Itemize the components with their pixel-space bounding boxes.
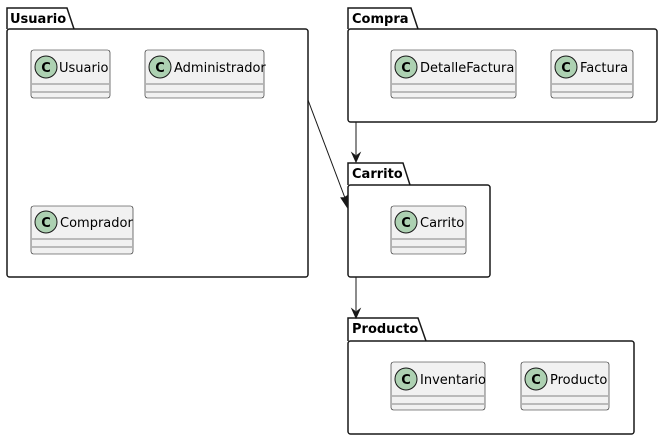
class-factura[interactable]: C Factura xyxy=(550,49,634,99)
class-icon-glyph: C xyxy=(561,61,571,76)
class-comprador[interactable]: C Comprador xyxy=(30,205,133,255)
arrowhead-icon xyxy=(350,151,362,164)
class-icon xyxy=(394,367,418,391)
class-icon-glyph: C xyxy=(41,216,51,231)
class-icon xyxy=(554,55,578,79)
class-carrito-name: Carrito xyxy=(420,216,464,231)
class-producto-name: Producto xyxy=(550,373,607,388)
package-usuario-title: Usuario xyxy=(10,12,66,27)
class-carrito[interactable]: C Carrito xyxy=(390,205,467,255)
class-producto[interactable]: C Producto xyxy=(520,361,610,411)
package-carrito-tab xyxy=(347,162,411,186)
package-carrito[interactable]: Carrito C Carrito xyxy=(347,162,491,278)
package-compra-title: Compra xyxy=(352,12,409,27)
class-icon xyxy=(34,210,58,234)
class-icon-glyph: C xyxy=(401,373,411,388)
class-icon xyxy=(394,210,418,234)
class-comprador-name: Comprador xyxy=(60,216,133,231)
class-icon xyxy=(148,55,172,79)
arrowhead-icon xyxy=(340,194,349,209)
class-administrador-name: Administrador xyxy=(174,61,266,76)
package-producto[interactable]: Producto C Inventario C Producto xyxy=(347,317,635,435)
class-icon xyxy=(34,55,58,79)
class-inventario-name: Inventario xyxy=(420,373,486,388)
class-icon-glyph: C xyxy=(531,373,541,388)
package-usuario-tab xyxy=(6,7,75,30)
dependency-carrito-to-producto[interactable] xyxy=(350,277,362,320)
class-factura-name: Factura xyxy=(580,61,628,76)
class-icon-glyph: C xyxy=(155,61,165,76)
class-usuario[interactable]: C Usuario xyxy=(30,49,111,99)
class-icon xyxy=(394,55,418,79)
package-compra[interactable]: Compra C DetalleFactura C Factura xyxy=(347,7,658,123)
dependency-usuario-to-carrito[interactable] xyxy=(307,99,349,209)
package-carrito-title: Carrito xyxy=(352,167,403,182)
package-usuario[interactable]: Usuario C Usuario C Administrador C Comp… xyxy=(6,7,309,278)
class-icon-glyph: C xyxy=(401,216,411,231)
class-detalle-factura-box xyxy=(390,49,517,99)
package-producto-title: Producto xyxy=(352,322,418,337)
class-administrador-box xyxy=(144,49,265,99)
class-administrador[interactable]: C Administrador xyxy=(144,49,266,99)
class-detalle-factura-name: DetalleFactura xyxy=(420,61,514,76)
package-compra-tab xyxy=(347,7,419,30)
dependency-line xyxy=(307,99,346,199)
class-icon xyxy=(524,367,548,391)
class-icon-glyph: C xyxy=(401,61,411,76)
class-usuario-name: Usuario xyxy=(59,61,108,76)
arrowhead-icon xyxy=(350,307,362,320)
class-icon-glyph: C xyxy=(41,61,51,76)
class-inventario[interactable]: C Inventario xyxy=(390,361,486,411)
package-producto-tab xyxy=(347,317,427,342)
class-detalle-factura[interactable]: C DetalleFactura xyxy=(390,49,517,99)
dependency-compra-to-carrito[interactable] xyxy=(350,122,362,164)
